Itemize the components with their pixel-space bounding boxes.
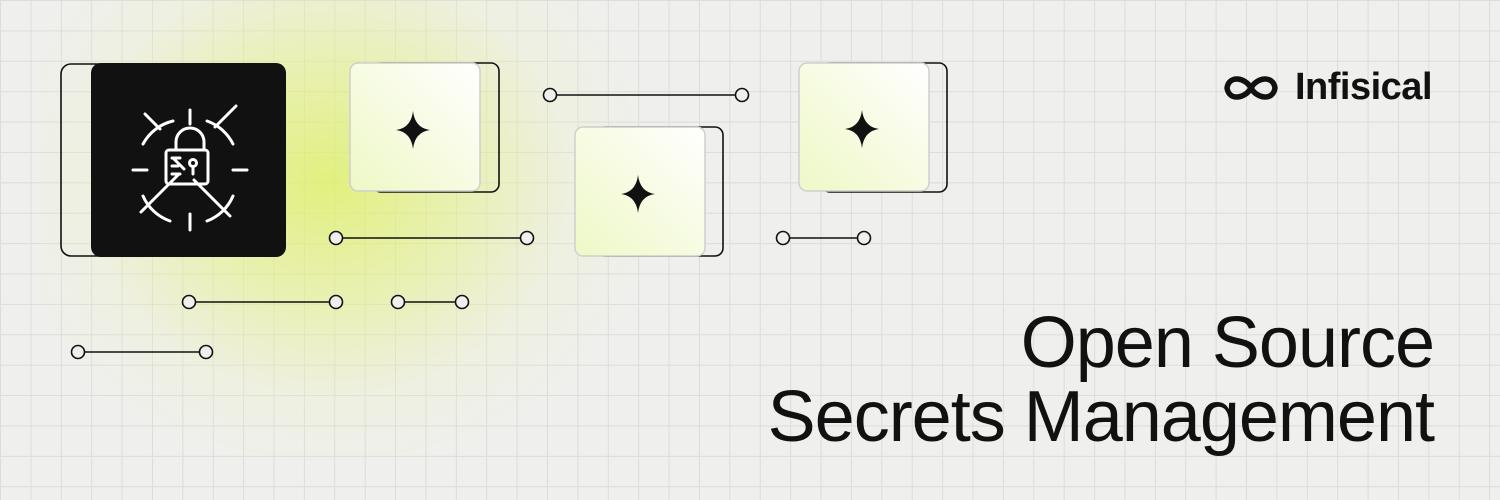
sparkle-card <box>574 126 724 257</box>
headline: Open Source Secrets Management <box>767 303 1435 457</box>
connector <box>70 344 214 360</box>
headline-line-1: Open Source <box>1020 303 1435 383</box>
lock-tile <box>60 63 286 257</box>
sparkle-icon <box>621 175 655 213</box>
connector <box>542 87 750 103</box>
sparkle-icon <box>396 111 430 149</box>
connector <box>775 230 872 246</box>
connector <box>390 294 470 310</box>
sparkle-card <box>349 62 500 193</box>
connector <box>328 230 535 246</box>
sparkle-card <box>798 62 948 193</box>
lock-target-icon <box>131 104 249 232</box>
brand-logo: Infisical <box>1219 66 1433 109</box>
connector <box>181 294 344 310</box>
brand-name: Infisical <box>1295 66 1433 108</box>
sparkle-icon <box>845 110 879 148</box>
headline-line-2: Secrets Management <box>767 377 1435 457</box>
infinity-icon <box>1219 71 1283 105</box>
